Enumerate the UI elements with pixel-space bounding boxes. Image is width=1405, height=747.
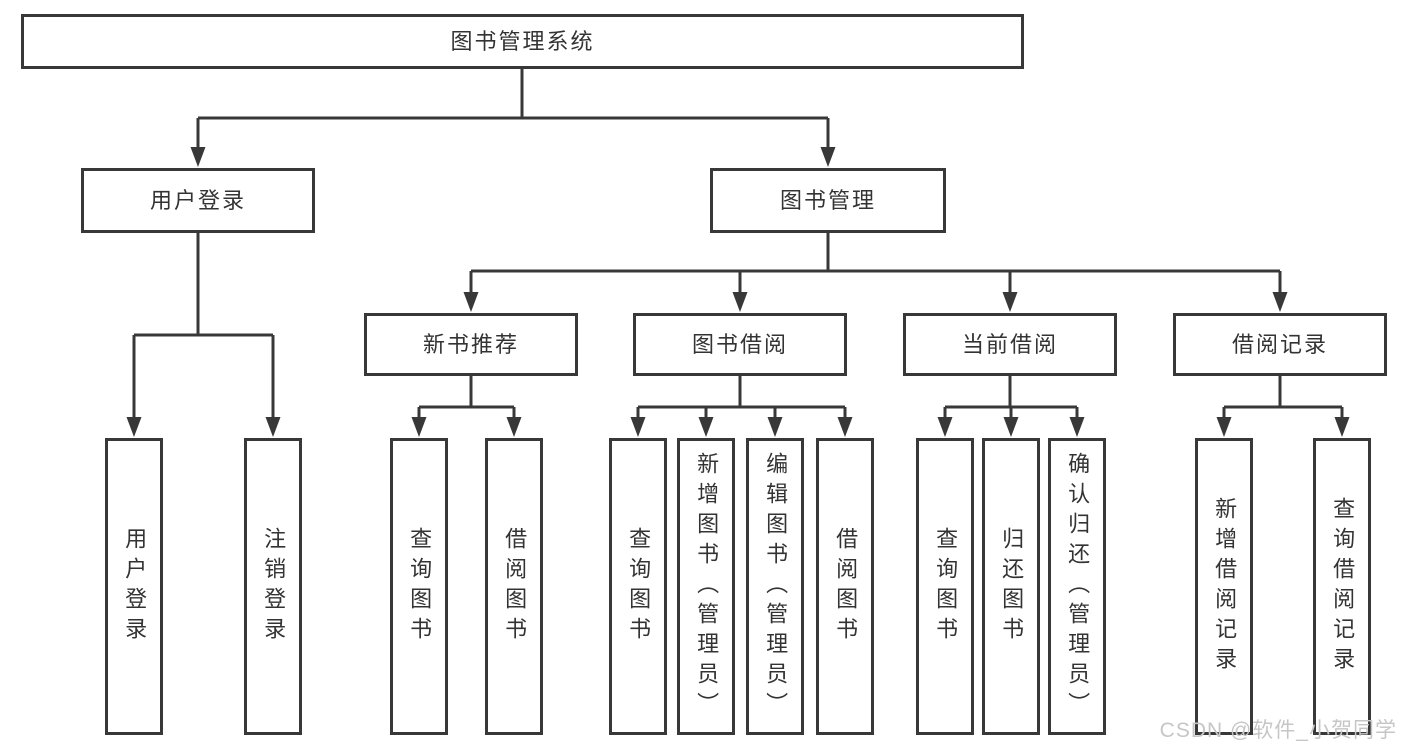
leaf-logout: 注销登录 (244, 438, 302, 735)
node-label: 归还图书 (999, 526, 1025, 647)
node-book-borrowing: 图书借阅 (633, 313, 847, 376)
node-label: 查询图书 (407, 526, 433, 647)
node-label: 确认归还（管理员） (1065, 451, 1091, 722)
node-label: 查询图书 (626, 526, 652, 647)
csdn-watermark: CSDN @软件_小贺同学 (1159, 719, 1397, 742)
node-label: 编辑图书（管理员） (763, 451, 789, 722)
node-label: 查询借阅记录 (1330, 496, 1356, 677)
node-label: 新书推荐 (422, 331, 519, 357)
leaf-edit-book-admin: 编辑图书（管理员） (746, 438, 804, 735)
arrowheads (126, 147, 1350, 437)
leaf-query-books-current: 查询图书 (916, 438, 974, 735)
leaf-borrow-books: 借阅图书 (816, 438, 874, 735)
node-new-book-recommendation: 新书推荐 (364, 313, 578, 376)
leaf-query-books-borrow: 查询图书 (609, 438, 667, 735)
node-borrowing-records: 借阅记录 (1173, 313, 1387, 376)
node-label: 借阅记录 (1231, 331, 1328, 357)
node-label: 图书管理系统 (450, 28, 595, 54)
node-label: 借阅图书 (502, 526, 528, 647)
node-label: 新增图书（管理员） (694, 451, 720, 722)
node-label: 查询图书 (933, 526, 959, 647)
node-label: 借阅图书 (833, 526, 859, 647)
node-book-management: 图书管理 (710, 168, 946, 233)
node-label: 图书管理 (779, 187, 876, 213)
node-current-borrowing: 当前借阅 (903, 313, 1117, 376)
node-label: 注销登录 (261, 526, 287, 647)
node-label: 新增借阅记录 (1212, 496, 1238, 677)
leaf-confirm-return-admin: 确认归还（管理员） (1048, 438, 1106, 735)
leaf-return-books: 归还图书 (982, 438, 1040, 735)
node-label: 当前借阅 (961, 331, 1058, 357)
leaf-add-borrow-record: 新增借阅记录 (1195, 438, 1253, 735)
connector-wire-path (132, 69, 1344, 421)
leaf-query-books-recommend: 查询图书 (390, 438, 448, 735)
node-label: 用户登录 (122, 526, 148, 647)
node-user-login: 用户登录 (81, 168, 315, 233)
node-library-system: 图书管理系统 (21, 14, 1024, 69)
node-label: 图书借阅 (691, 331, 788, 357)
leaf-user-login: 用户登录 (105, 438, 163, 735)
leaf-borrow-books-recommend: 借阅图书 (485, 438, 543, 735)
node-label: 用户登录 (149, 187, 246, 213)
leaf-query-borrow-record: 查询借阅记录 (1313, 438, 1371, 735)
leaf-add-book-admin: 新增图书（管理员） (677, 438, 735, 735)
